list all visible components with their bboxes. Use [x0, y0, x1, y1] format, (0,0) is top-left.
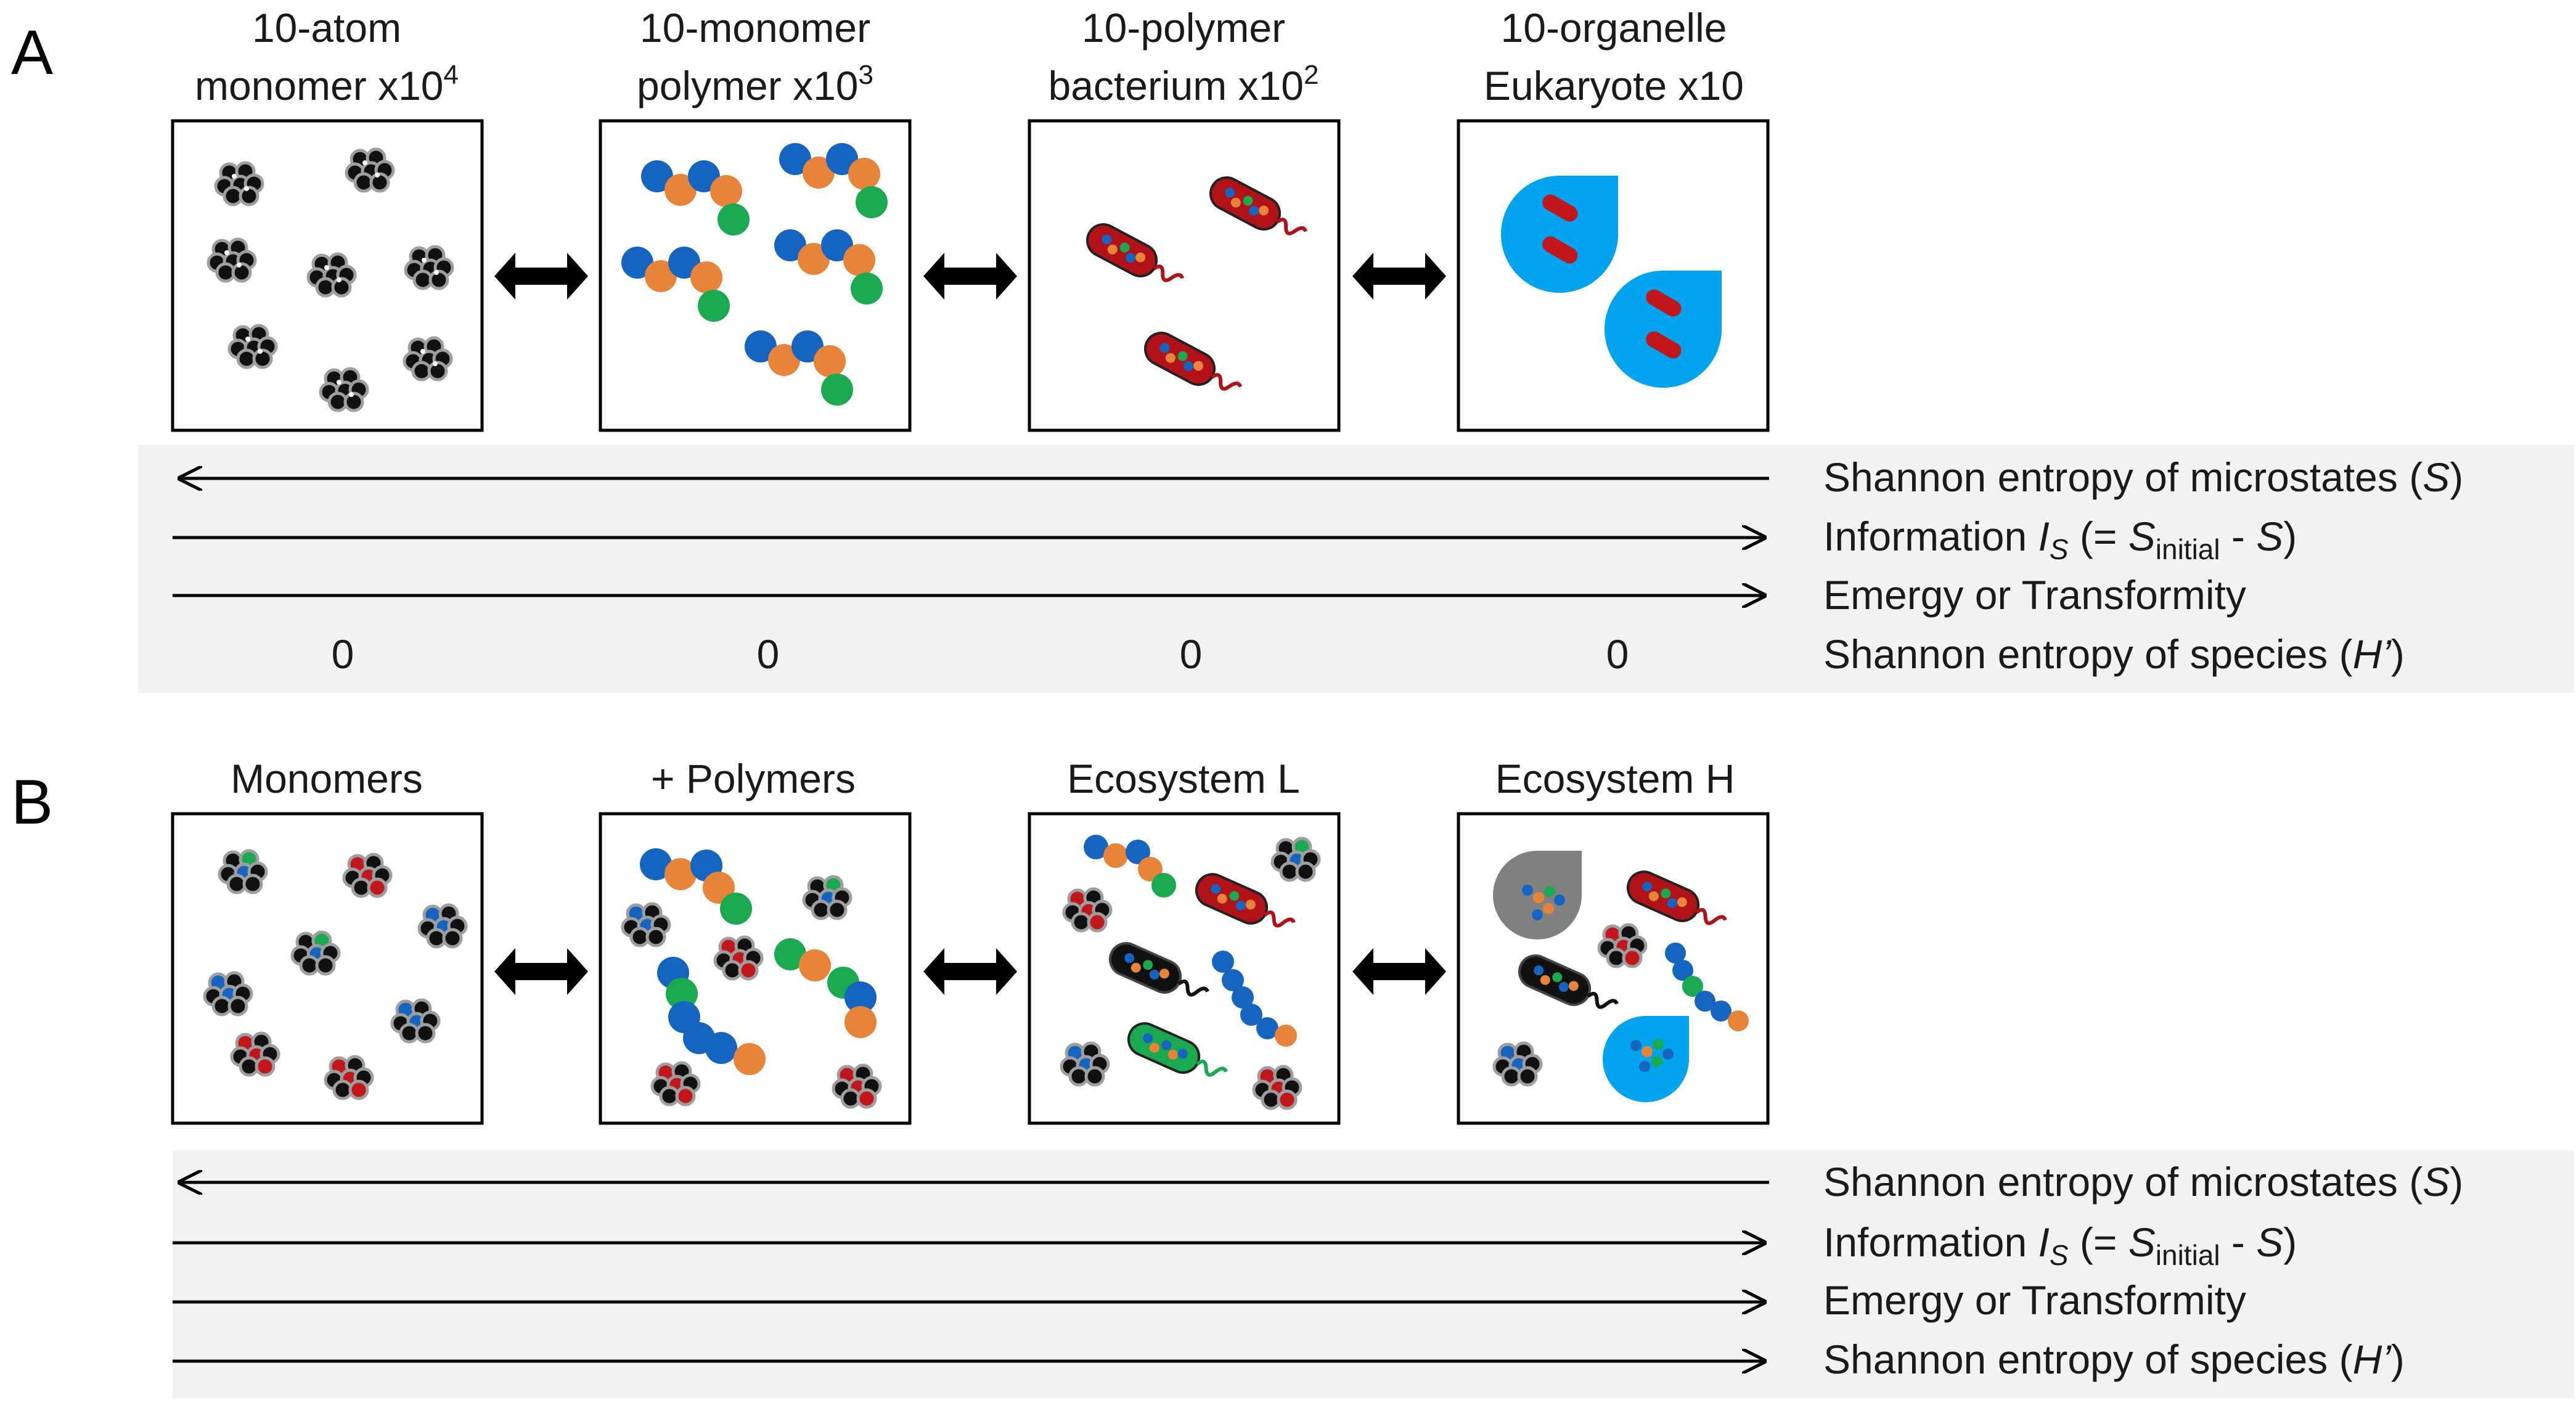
box-a4-title-line2: Eukaryote x10 [1484, 63, 1744, 108]
box-b4-ecosystem-h [1457, 812, 1770, 1125]
box-b2-polymers [599, 812, 912, 1125]
box-a4-eukaryotes [1457, 119, 1770, 432]
transition-arrow-a1 [494, 253, 588, 300]
panel-b-letter: B [11, 767, 53, 837]
box-b3-title: Ecosystem L [1067, 756, 1300, 801]
panel-a-titles: 10-atom monomer x104 10-monomer polymer … [195, 5, 1744, 108]
label-b-information: Information IS (= Sinitial - S) [1823, 1219, 2297, 1271]
transition-arrow-b2 [923, 948, 1017, 995]
species-entropy-value-a3: 0 [1180, 631, 1203, 677]
panel-a-letter: A [11, 17, 53, 88]
box-a2-title-line2: polymer x103 [637, 60, 873, 108]
box-b2-title: + Polymers [651, 756, 856, 801]
box-b3-ecosystem-l [1028, 812, 1341, 1125]
label-a-entropy-microstates: Shannon entropy of microstates (S) [1823, 454, 2463, 500]
label-a-emergy: Emergy or Transformity [1823, 572, 2246, 618]
species-entropy-value-a2: 0 [757, 631, 780, 677]
label-a-information: Information IS (= Sinitial - S) [1823, 514, 2297, 565]
box-b1-monomers [171, 812, 484, 1125]
box-a4-title-line1: 10-organelle [1501, 5, 1727, 51]
label-b-entropy-microstates: Shannon entropy of microstates (S) [1823, 1159, 2463, 1205]
box-b4-title: Ecosystem H [1495, 756, 1735, 801]
label-b-entropy-species: Shannon entropy of species (H’) [1823, 1336, 2405, 1382]
transition-arrow-a3 [1352, 253, 1446, 300]
box-a3-title-line1: 10-polymer [1082, 5, 1285, 51]
label-b-emergy: Emergy or Transformity [1823, 1277, 2246, 1323]
box-b1-title: Monomers [231, 756, 423, 801]
transition-arrow-b3 [1352, 948, 1446, 995]
transition-arrow-a2 [923, 253, 1017, 300]
box-a3-title-line2: bacterium x102 [1048, 60, 1319, 108]
box-a2-polymers [599, 119, 912, 432]
box-a3-bacteria [1028, 119, 1341, 432]
panel-a-band [138, 445, 2574, 693]
transition-arrow-b1 [494, 948, 588, 995]
box-a1-title-line2: monomer x104 [195, 60, 459, 108]
species-entropy-value-a4: 0 [1606, 631, 1629, 677]
label-a-entropy-species: Shannon entropy of species (H’) [1823, 631, 2405, 677]
species-entropy-value-a1: 0 [332, 631, 354, 677]
box-a1-title-line1: 10-atom [252, 5, 401, 51]
panel-b-band [173, 1150, 2574, 1398]
box-a2-title-line1: 10-monomer [640, 5, 870, 51]
box-a1-monomers [171, 119, 484, 432]
